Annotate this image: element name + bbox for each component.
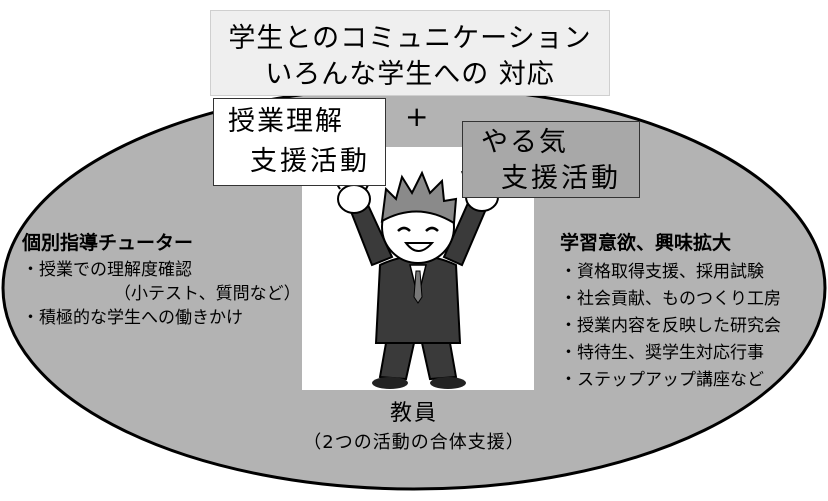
header-line1: 学生とのコミュニケーション xyxy=(228,23,592,54)
comprehension-support-box: 授業理解 支援活動 xyxy=(213,98,386,186)
right-list-item: ・社会貢献、ものつくり工房 xyxy=(560,289,781,309)
comprehension-support-line1: 授業理解 xyxy=(228,106,344,137)
teacher-caption: （2つの活動の合体支援） xyxy=(303,432,525,453)
plus-sign: + xyxy=(405,100,429,133)
teacher-label: 教員 xyxy=(389,401,438,426)
individual-tutor-heading: 個別指導チューター xyxy=(22,232,194,254)
left-list-item: ・授業での理解度確認 xyxy=(22,260,192,280)
right-list-item: ・特待生、奨学生対応行事 xyxy=(560,343,764,363)
motivation-support-box: やる気 支援活動 xyxy=(462,121,640,198)
left-list-item: （小テスト、質問など） xyxy=(114,284,301,304)
comprehension-support-line2: 支援活動 xyxy=(250,146,370,177)
header-box: 学生とのコミュニケーション いろんな学生への 対応 xyxy=(210,10,610,96)
right-list-item: ・資格取得支援、採用試験 xyxy=(560,262,764,282)
individual-tutor-panel: 個別指導チューター ・授業での理解度確認 （小テスト、質問など） ・積極的な学生… xyxy=(22,228,302,330)
left-list-item: ・積極的な学生への働きかけ xyxy=(22,308,243,328)
motivation-interest-panel: 学習意欲、興味拡大 ・資格取得支援、採用試験 ・社会貢献、ものつくり工房 ・授業… xyxy=(560,228,825,394)
motivation-support-line1: やる気 xyxy=(481,127,568,158)
right-list-item: ・授業内容を反映した研究会 xyxy=(560,316,781,336)
motivation-support-line2: 支援活動 xyxy=(501,163,621,194)
motivation-interest-heading: 学習意欲、興味拡大 xyxy=(560,232,732,254)
header-line2: いろんな学生への 対応 xyxy=(265,59,555,90)
right-list-item: ・ステップアップ講座など xyxy=(560,370,764,390)
